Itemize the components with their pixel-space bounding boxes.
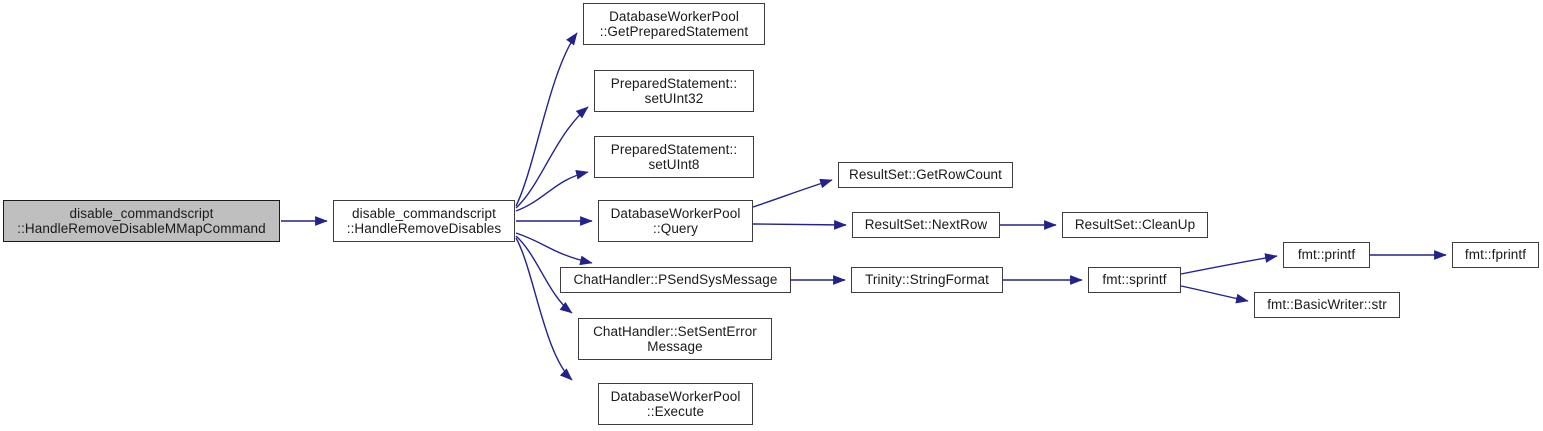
graph-node[interactable]: fmt::sprintf	[1088, 267, 1181, 293]
graph-node[interactable]: disable_commandscript ::HandleRemoveDisa…	[333, 200, 515, 242]
graph-node-label: ChatHandler::PSendSysMessage	[573, 272, 778, 288]
graph-node-label: ResultSet::CleanUp	[1074, 217, 1196, 233]
graph-node-label: PreparedStatement:: setUInt32	[610, 75, 738, 107]
call-edge	[515, 169, 589, 212]
graph-node[interactable]: fmt::printf	[1283, 242, 1370, 268]
graph-node-label: fmt::sprintf	[1102, 272, 1167, 288]
call-edge	[1180, 285, 1249, 304]
call-edge	[515, 232, 593, 266]
graph-node-label: disable_commandscript ::HandleRemoveDisa…	[17, 205, 266, 237]
call-edge	[752, 219, 847, 230]
call-edge	[515, 106, 589, 209]
graph-node[interactable]: ChatHandler::PSendSysMessage	[560, 267, 791, 293]
graph-node-label: DatabaseWorkerPool ::Query	[610, 205, 741, 237]
graph-node[interactable]: DatabaseWorkerPool ::GetPreparedStatemen…	[583, 3, 765, 45]
graph-node-label: PreparedStatement:: setUInt8	[610, 141, 738, 173]
graph-node-label: disable_commandscript ::HandleRemoveDisa…	[346, 205, 502, 237]
graph-node-label: DatabaseWorkerPool ::GetPreparedStatemen…	[599, 8, 749, 40]
graph-node-root[interactable]: disable_commandscript ::HandleRemoveDisa…	[3, 200, 280, 242]
graph-node-label: ChatHandler::SetSentError Message	[593, 323, 757, 355]
graph-node[interactable]: Trinity::StringFormat	[851, 267, 1003, 293]
graph-node[interactable]: ResultSet::CleanUp	[1062, 212, 1208, 238]
call-edge	[515, 32, 578, 207]
graph-node[interactable]: ResultSet::NextRow	[852, 212, 1000, 238]
graph-node[interactable]: fmt::fprintf	[1452, 242, 1539, 268]
graph-node[interactable]: DatabaseWorkerPool ::Execute	[598, 383, 753, 425]
graph-node[interactable]: PreparedStatement:: setUInt8	[594, 136, 754, 178]
graph-node-label: DatabaseWorkerPool ::Execute	[610, 388, 741, 420]
graph-node-label: Trinity::StringFormat	[865, 272, 989, 288]
call-edge	[515, 237, 573, 381]
graph-node[interactable]: ChatHandler::SetSentError Message	[578, 318, 772, 360]
graph-node[interactable]: PreparedStatement:: setUInt32	[594, 70, 754, 112]
graph-node-label: ResultSet::NextRow	[864, 217, 988, 233]
graph-node[interactable]: ResultSet::GetRowCount	[838, 162, 1013, 188]
call-edge	[752, 178, 833, 208]
graph-node-label: fmt::BasicWriter::str	[1267, 297, 1387, 313]
graph-node[interactable]: fmt::BasicWriter::str	[1254, 292, 1400, 318]
graph-node-label: ResultSet::GetRowCount	[848, 167, 1003, 183]
graph-node-label: fmt::printf	[1297, 247, 1356, 263]
call-edge	[1180, 253, 1278, 275]
graph-node-label: fmt::fprintf	[1464, 247, 1527, 263]
graph-node[interactable]: DatabaseWorkerPool ::Query	[598, 200, 753, 242]
